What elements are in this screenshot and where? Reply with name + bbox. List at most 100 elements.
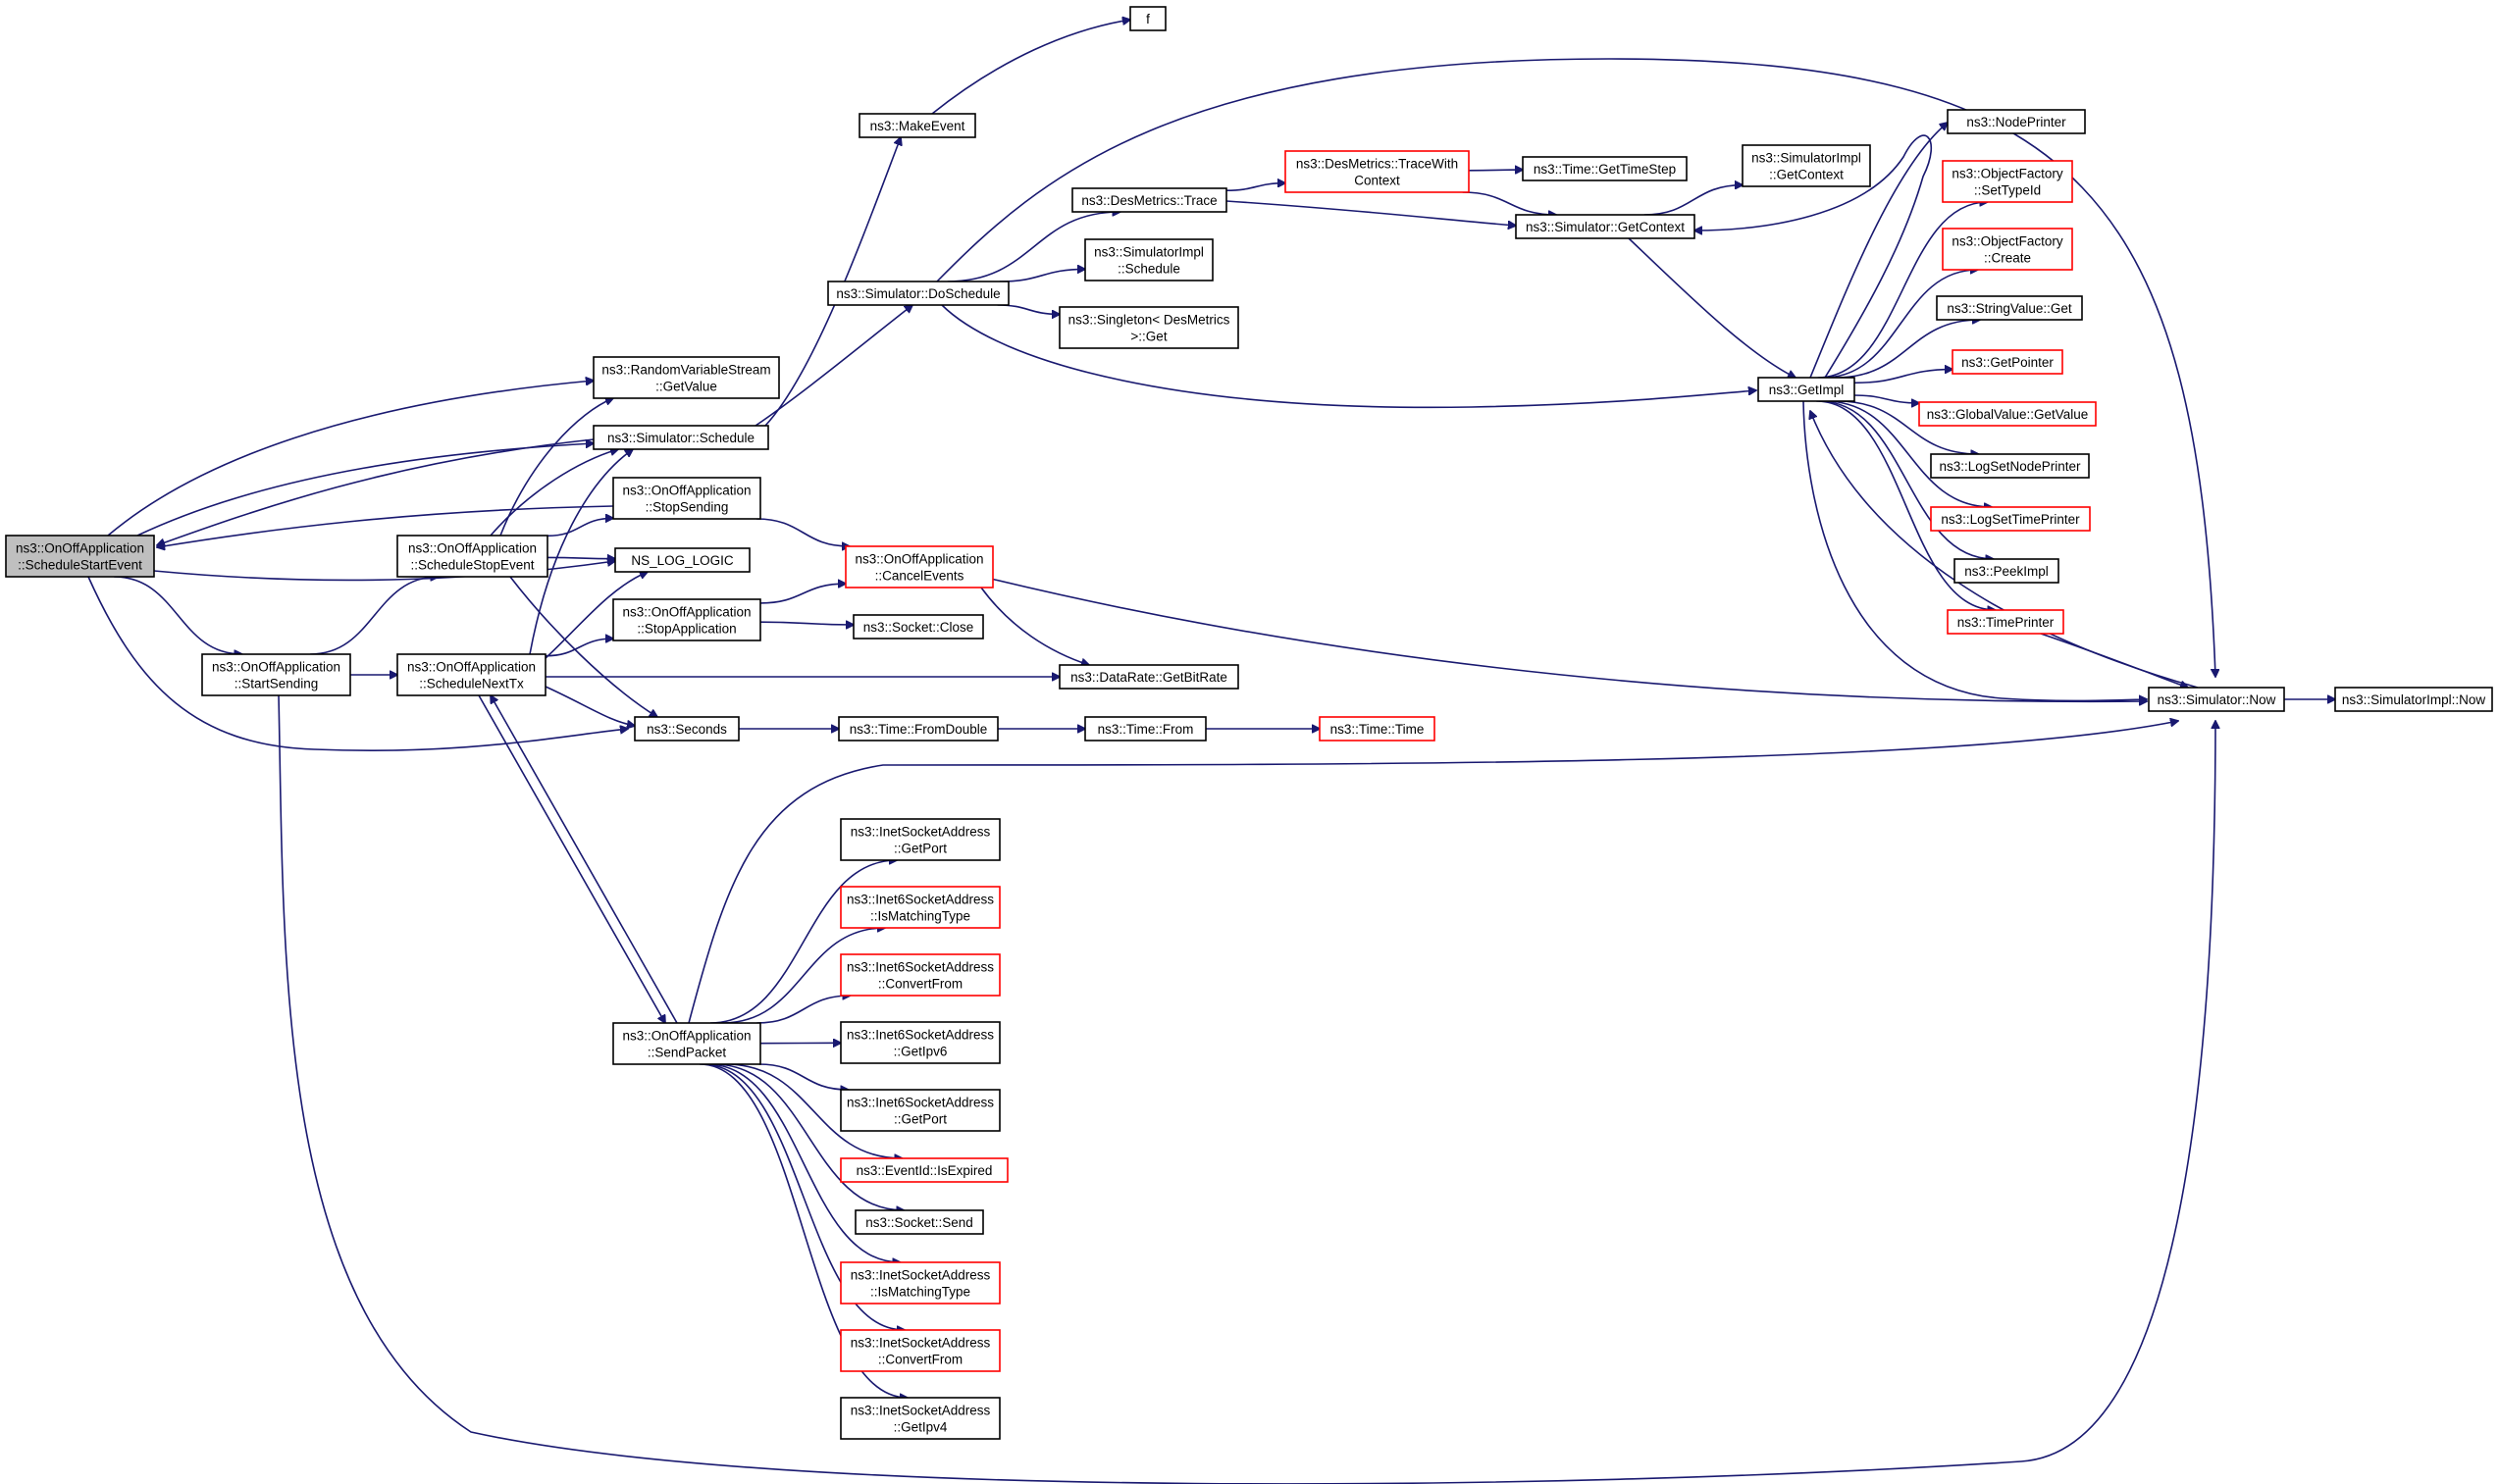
node-box-data-rate-get-bit-rate [1059, 664, 1239, 690]
node-box-node-printer [1947, 109, 2086, 134]
edge-get-impl-to-get-pointer [1853, 370, 1952, 384]
node-object-factory-create[interactable]: ns3::ObjectFactory::Create [1942, 228, 2073, 271]
edge-des-metrics-trace-to-simulator-get-context [1225, 200, 1516, 226]
node-label-random-variable-stream-getvalue-line-1: ns3::RandomVariableStream [601, 363, 770, 378]
edge-send-packet-to-inet-socket-address-get-port [709, 860, 897, 1024]
node-time-from[interactable]: ns3::Time::From [1084, 716, 1207, 742]
edge-cancel-events-to-data-rate-get-bit-rate [980, 587, 1089, 665]
node-box-des-metrics-trace [1071, 187, 1227, 213]
node-simulator-impl-schedule[interactable]: ns3::SimulatorImpl::Schedule [1084, 238, 1214, 281]
node-socket-send[interactable]: ns3::Socket::Send [855, 1209, 984, 1235]
node-box-simulator-now [2148, 687, 2285, 712]
node-data-rate-get-bit-rate[interactable]: ns3::DataRate::GetBitRate [1059, 664, 1239, 690]
node-simulator-impl-get-context[interactable]: ns3::SimulatorImpl::GetContext [1742, 144, 1871, 187]
node-schedule-stop-event[interactable]: ns3::OnOffApplication::ScheduleStopEvent [396, 535, 548, 578]
node-string-value-get[interactable]: ns3::StringValue::Get [1936, 295, 2083, 321]
node-box-inet-socket-address-convert-from [840, 1329, 1001, 1372]
edge-schedule-stop-event-to-random-variable-stream-getvalue [499, 398, 613, 537]
node-start-sending[interactable]: ns3::OnOffApplication::StartSending [201, 653, 351, 696]
node-get-impl[interactable]: ns3::GetImpl [1757, 377, 1855, 402]
node-label-simulator-impl-get-context-line-1: ns3::SimulatorImpl [1751, 151, 1861, 166]
edge-send-packet-to-inet-socket-address-get-ipv4 [700, 1063, 908, 1398]
node-label-random-variable-stream-getvalue-line-2: ::GetValue [655, 380, 717, 394]
edge-simulator-schedule-to-schedule-start-event [157, 438, 595, 545]
node-time-from-double[interactable]: ns3::Time::FromDouble [838, 716, 999, 742]
edge-get-impl-to-string-value-get [1835, 320, 1980, 379]
node-global-value-get-value[interactable]: ns3::GlobalValue::GetValue [1918, 401, 2097, 427]
node-box-simulator-get-context [1515, 214, 1695, 239]
node-box-log-set-node-printer [1930, 453, 2090, 479]
node-event-id-is-expired[interactable]: ns3::EventId::IsExpired [840, 1157, 1009, 1183]
node-time-time[interactable]: ns3::Time::Time [1319, 716, 1435, 742]
edge-send-packet-to-inet6-socket-address-get-port [758, 1063, 849, 1090]
node-time-get-time-step[interactable]: ns3::Time::GetTimeStep [1522, 156, 1688, 181]
node-seconds[interactable]: ns3::Seconds [634, 716, 740, 742]
node-f[interactable]: f [1129, 6, 1167, 31]
edge-cancel-events-to-simulator-now [990, 578, 2147, 701]
edge-schedule-start-event-to-random-variable-stream-getvalue [107, 381, 594, 537]
node-simulator-get-context[interactable]: ns3::Simulator::GetContext [1515, 214, 1695, 239]
node-cancel-events[interactable]: ns3::OnOffApplication::CancelEvents [845, 545, 994, 588]
edge-des-metrics-trace-to-des-metrics-trace-with-context [1225, 183, 1285, 191]
node-inet-socket-address-is-matching-type[interactable]: ns3::InetSocketAddress::IsMatchingType [840, 1261, 1001, 1305]
edge-send-packet-to-inet6-socket-address-is-matching-type [721, 928, 885, 1024]
node-inet6-socket-address-convert-from[interactable]: ns3::Inet6SocketAddress::ConvertFrom [840, 953, 1001, 997]
edge-schedule-start-event-to-start-sending [114, 576, 242, 654]
edge-stop-sending-to-cancel-events [756, 518, 850, 546]
node-object-factory-set-type-id[interactable]: ns3::ObjectFactory::SetTypeId [1942, 160, 2073, 203]
node-label-string-value-get-line-1: ns3::StringValue::Get [1947, 301, 2072, 316]
node-inet-socket-address-convert-from[interactable]: ns3::InetSocketAddress::ConvertFrom [840, 1329, 1001, 1372]
node-inet-socket-address-get-port[interactable]: ns3::InetSocketAddress::GetPort [840, 818, 1001, 861]
node-inet6-socket-address-is-matching-type[interactable]: ns3::Inet6SocketAddress::IsMatchingType [840, 886, 1001, 929]
node-label-cancel-events-line-1: ns3::OnOffApplication [855, 552, 983, 567]
node-schedule-start-event[interactable]: ns3::OnOffApplication::ScheduleStartEven… [5, 535, 155, 578]
node-label-start-sending-line-1: ns3::OnOffApplication [212, 660, 340, 675]
node-box-schedule-start-event [5, 535, 155, 578]
edge-des-metrics-trace-with-context-to-time-get-time-step [1468, 170, 1523, 171]
node-label-schedule-start-event-line-1: ns3::OnOffApplication [16, 541, 144, 556]
edge-get-impl-to-simulator-get-context [1694, 134, 1933, 379]
node-inet-socket-address-get-ipv4[interactable]: ns3::InetSocketAddress::GetIpv4 [840, 1397, 1001, 1440]
node-log-set-time-printer[interactable]: ns3::LogSetTimePrinter [1930, 506, 2091, 532]
node-ns-log-logic[interactable]: NS_LOG_LOGIC [614, 547, 751, 573]
node-des-metrics-trace[interactable]: ns3::DesMetrics::Trace [1071, 187, 1227, 213]
node-simulator-schedule[interactable]: ns3::Simulator::Schedule [593, 425, 769, 450]
node-box-inet6-socket-address-get-port [840, 1089, 1001, 1132]
node-make-event[interactable]: ns3::MakeEvent [859, 113, 976, 138]
node-stop-application[interactable]: ns3::OnOffApplication::StopApplication [612, 598, 761, 641]
node-box-inet-socket-address-get-ipv4 [840, 1397, 1001, 1440]
node-schedule-next-tx[interactable]: ns3::OnOffApplication::ScheduleNextTx [396, 653, 547, 696]
node-stop-sending[interactable]: ns3::OnOffApplication::StopSending [612, 477, 761, 520]
node-peek-impl[interactable]: ns3::PeekImpl [1953, 558, 2059, 584]
node-node-printer[interactable]: ns3::NodePrinter [1947, 109, 2086, 134]
node-label-simulator-schedule-line-1: ns3::Simulator::Schedule [607, 431, 755, 445]
edge-send-packet-to-inet-socket-address-is-matching-type [706, 1063, 901, 1262]
edge-simulator-get-context-to-get-impl [1628, 237, 1796, 378]
node-socket-close[interactable]: ns3::Socket::Close [853, 614, 984, 640]
edge-do-schedule-to-simulator-impl-schedule [999, 269, 1085, 282]
node-do-schedule[interactable]: ns3::Simulator::DoSchedule [827, 281, 1010, 306]
node-box-simulator-schedule [593, 425, 769, 450]
node-box-socket-send [855, 1209, 984, 1235]
node-label-object-factory-set-type-id-line-1: ns3::ObjectFactory [1952, 167, 2063, 181]
node-simulator-now[interactable]: ns3::Simulator::Now [2148, 687, 2285, 712]
node-simulator-impl-now[interactable]: ns3::SimulatorImpl::Now [2334, 687, 2493, 712]
node-inet6-socket-address-get-port[interactable]: ns3::Inet6SocketAddress::GetPort [840, 1089, 1001, 1132]
node-send-packet[interactable]: ns3::OnOffApplication::SendPacket [612, 1022, 761, 1065]
node-label-time-printer-line-1: ns3::TimePrinter [1957, 615, 2055, 630]
node-box-schedule-next-tx [396, 653, 547, 696]
node-time-printer[interactable]: ns3::TimePrinter [1947, 609, 2064, 635]
node-label-data-rate-get-bit-rate-line-1: ns3::DataRate::GetBitRate [1070, 670, 1227, 685]
node-label-inet6-socket-address-is-matching-type-line-2: ::IsMatchingType [870, 909, 970, 924]
node-get-pointer[interactable]: ns3::GetPointer [1952, 349, 2063, 375]
node-singleton-des-metrics-get[interactable]: ns3::Singleton< DesMetrics>::Get [1059, 306, 1239, 349]
node-log-set-node-printer[interactable]: ns3::LogSetNodePrinter [1930, 453, 2090, 479]
node-inet6-socket-address-get-ipv6[interactable]: ns3::Inet6SocketAddress::GetIpv6 [840, 1021, 1001, 1064]
node-random-variable-stream-getvalue[interactable]: ns3::RandomVariableStream::GetValue [593, 356, 780, 399]
node-box-global-value-get-value [1918, 401, 2097, 427]
node-box-time-printer [1947, 609, 2064, 635]
node-label-node-printer-line-1: ns3::NodePrinter [1966, 115, 2066, 129]
edge-schedule-stop-event-to-ns-log-logic [547, 557, 615, 558]
node-label-send-packet-line-1: ns3::OnOffApplication [622, 1029, 751, 1044]
